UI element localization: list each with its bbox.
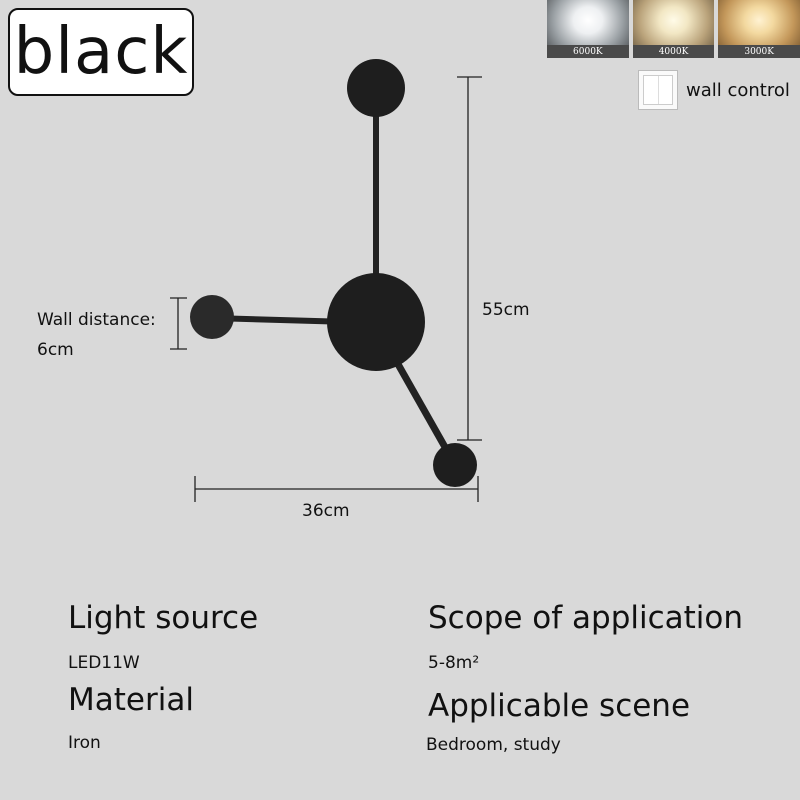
swatch-4000k: 4000K: [632, 0, 715, 58]
color-name: black: [13, 15, 189, 89]
swatch-label: 3000K: [718, 45, 800, 58]
lamp-disk-bottom: [433, 443, 477, 487]
lamp-disk-top: [347, 59, 405, 117]
wall-distance-value: 6cm: [37, 340, 74, 360]
scope-title: Scope of application: [428, 600, 744, 636]
lamp-disk-center: [327, 273, 425, 371]
light-source-value: LED11W: [68, 653, 140, 673]
scope-value: 5-8m²: [428, 653, 480, 673]
width-dimension-line: [194, 476, 479, 502]
lamp-arm-bottom: [386, 348, 458, 465]
material-title: Material: [68, 682, 194, 718]
scene-title: Applicable scene: [428, 688, 691, 724]
wall-control-label: wall control: [686, 80, 790, 101]
color-temperature-swatches: 6000K 4000K 3000K: [547, 0, 800, 58]
swatch-label: 4000K: [632, 45, 715, 58]
material-value: Iron: [68, 733, 101, 753]
wall-switch-icon: [638, 70, 678, 110]
width-label: 36cm: [302, 501, 350, 521]
height-label: 55cm: [482, 300, 530, 320]
height-dimension-line: [457, 76, 482, 441]
lamp-arm-left: [211, 315, 351, 325]
swatch-6000k: 6000K: [547, 0, 629, 58]
swatch-label: 6000K: [547, 45, 629, 58]
wall-distance-label: Wall distance:: [37, 310, 156, 330]
swatch-3000k: 3000K: [718, 0, 800, 58]
color-badge: black: [8, 8, 194, 96]
light-source-title: Light source: [68, 600, 259, 636]
wall-distance-dimension-line: [170, 297, 187, 350]
scene-value: Bedroom, study: [426, 735, 561, 755]
lamp-disk-left: [190, 295, 234, 339]
